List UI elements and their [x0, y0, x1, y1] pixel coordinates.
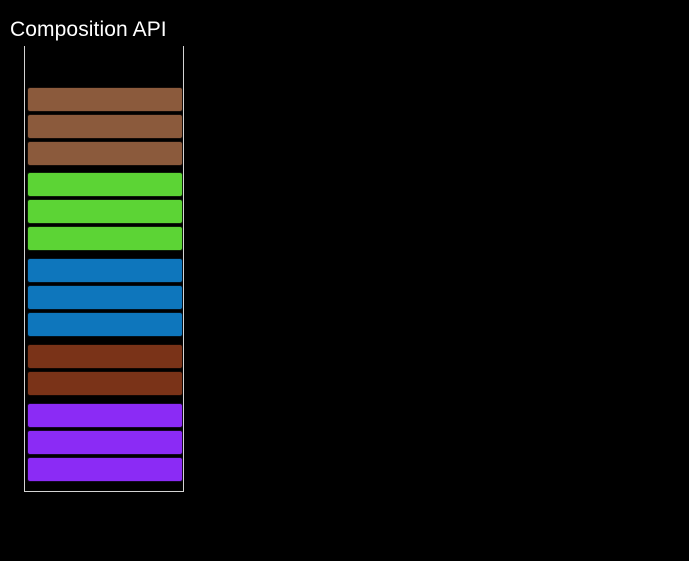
bar-3[interactable] — [27, 172, 183, 197]
bar-4[interactable] — [27, 199, 183, 224]
chart-frame — [24, 46, 184, 492]
bar-7[interactable] — [27, 285, 183, 310]
page-title: Composition API — [10, 18, 167, 41]
bar-chart — [25, 46, 183, 491]
bar-12[interactable] — [27, 430, 183, 455]
bar-2[interactable] — [27, 141, 183, 166]
bar-10[interactable] — [27, 371, 183, 396]
bar-8[interactable] — [27, 312, 183, 337]
bar-0[interactable] — [27, 87, 183, 112]
bar-11[interactable] — [27, 403, 183, 428]
bar-9[interactable] — [27, 344, 183, 369]
bar-6[interactable] — [27, 258, 183, 283]
bar-5[interactable] — [27, 226, 183, 251]
bar-13[interactable] — [27, 457, 183, 482]
bar-1[interactable] — [27, 114, 183, 139]
